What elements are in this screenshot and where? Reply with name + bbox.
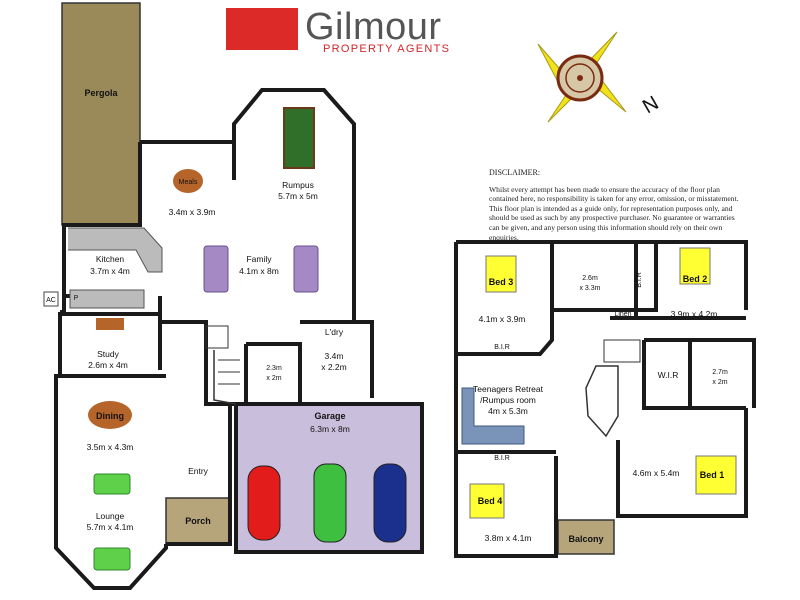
bath-dims-line1: 2.3m [266, 365, 282, 372]
ac-label: AC [46, 297, 56, 304]
linen-label: Linen [614, 311, 631, 318]
ensuite2-dims-line1: 2.7m [712, 369, 728, 376]
sofa-icon [293, 245, 319, 293]
meals-label: Meals [179, 179, 198, 186]
family-dims: 4.1m x 8m [239, 266, 279, 276]
bir-bed4-label: B.I.R [494, 455, 510, 462]
meals-table-icon [173, 169, 203, 193]
car-icon [247, 465, 281, 541]
bath-dims-line2: x 2m [266, 375, 281, 382]
kitchen-bench [68, 227, 163, 273]
garage-label: Garage [314, 411, 345, 421]
disclaimer: DISCLAIMER: Whilst every attempt has bee… [489, 168, 739, 242]
bed-icon [679, 247, 711, 285]
pergola-label: Pergola [84, 88, 118, 98]
study-desk-icon [96, 318, 124, 330]
retreat-label-line1: Teenagers Retreat [473, 384, 544, 394]
bed4-dims: 3.8m x 4.1m [485, 533, 532, 543]
rumpus-dims: 5.7m x 5m [278, 191, 318, 201]
bed-icon [695, 455, 737, 495]
dining-table-icon [88, 401, 132, 429]
wir-label: W.I.R [658, 370, 679, 380]
balcony-area [557, 519, 615, 555]
meals-dims: 3.4m x 3.9m [169, 207, 216, 217]
compass-icon [537, 31, 627, 123]
rumpus-label: Rumpus [282, 180, 314, 190]
bir-left-label: B.I.R [494, 344, 510, 351]
bed-icon [469, 483, 505, 519]
bed2-dims: 3.9m x 4.2m [671, 309, 718, 319]
study-dims: 2.6m x 4m [88, 360, 128, 370]
laundry-label: L'dry [325, 327, 344, 337]
bed4-label: Bed 4 [478, 496, 503, 506]
sofa-icon [203, 245, 229, 293]
kitchen-dims: 3.7m x 4m [90, 266, 130, 276]
balcony-label: Balcony [568, 534, 603, 544]
pergola-area [61, 2, 141, 226]
bir-top-label: B.I.R [636, 272, 643, 288]
ensuite1-dims-line2: x 3.3m [579, 285, 600, 292]
first-floor-walls [454, 240, 756, 558]
dining-label: Dining [96, 411, 124, 421]
ensuite2-dims-line2: x 2m [712, 379, 727, 386]
family-label: Family [246, 254, 272, 264]
compass-north-label: N [639, 92, 663, 118]
lounge-dims: 5.7m x 4.1m [87, 522, 134, 532]
bed3-dims: 4.1m x 3.9m [479, 314, 526, 324]
disclaimer-text: Whilst every attempt has been made to en… [489, 184, 739, 242]
car-icon [313, 463, 347, 543]
porch-label: Porch [185, 516, 211, 526]
disclaimer-title: DISCLAIMER: [489, 168, 541, 177]
bed-icon [485, 255, 517, 293]
bed2-label: Bed 2 [683, 274, 708, 284]
bed1-label: Bed 1 [700, 470, 725, 480]
kitchen-label: Kitchen [96, 254, 125, 264]
retreat-label-line2: /Rumpus room [480, 395, 536, 405]
retreat-dims: 4m x 5.3m [488, 406, 528, 416]
bed3-label: Bed 3 [489, 277, 514, 287]
garage-dims: 6.3m x 8m [310, 424, 350, 434]
dining-dims: 3.5m x 4.3m [87, 442, 134, 452]
bed1-dims: 4.6m x 5.4m [633, 468, 680, 478]
brand-tagline: PROPERTY AGENTS [323, 43, 451, 55]
laundry-dims-line2: x 2.2m [321, 362, 347, 372]
sofa-icon [461, 387, 525, 445]
pantry-label: P [74, 295, 79, 302]
car-icon [373, 463, 407, 543]
sofa-icon [93, 473, 131, 495]
kitchen-counter [69, 289, 145, 309]
study-label: Study [97, 349, 119, 359]
brand-name: Gilmour [305, 6, 442, 48]
staircase [205, 325, 240, 405]
ground-floor-walls [54, 88, 424, 590]
brand-logo-mark [226, 8, 298, 50]
ac-unit-icon [43, 291, 59, 307]
pool-table-icon [283, 107, 315, 169]
lounge-label: Lounge [96, 511, 125, 521]
entry-label: Entry [188, 466, 209, 476]
sofa-icon [93, 547, 131, 571]
ensuite1-dims-line1: 2.6m [582, 275, 598, 282]
staircase [585, 339, 641, 438]
laundry-dims-line1: 3.4m [325, 351, 344, 361]
